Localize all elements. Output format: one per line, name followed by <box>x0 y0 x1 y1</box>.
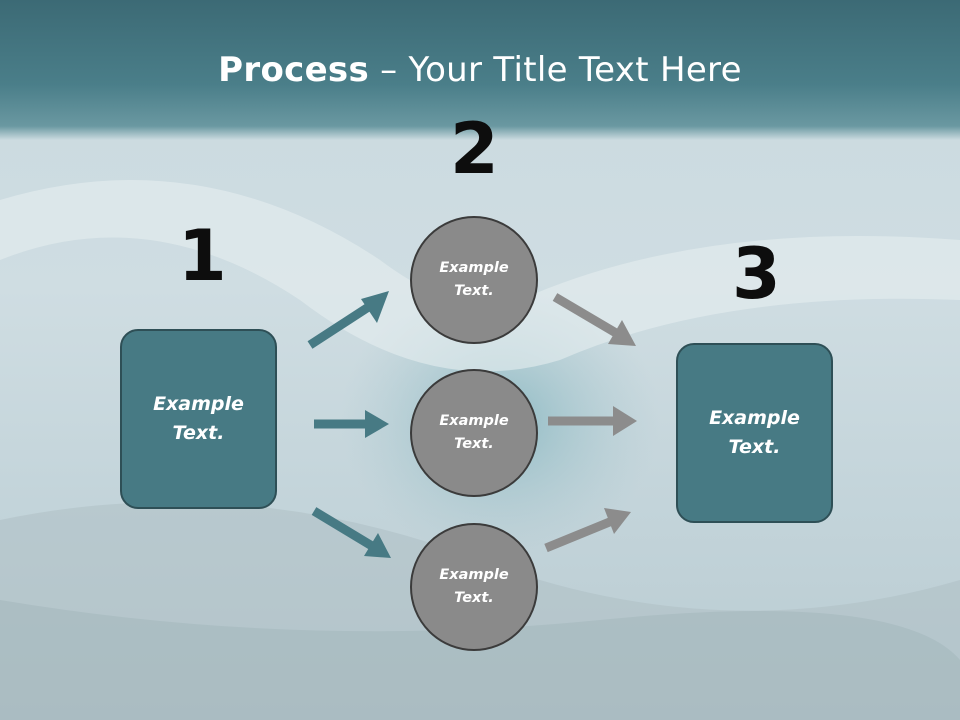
arrow-middle-to-right <box>548 406 637 436</box>
circle-bottom-text: Example Text. <box>439 567 509 606</box>
circle-middle: Example Text. <box>410 369 538 497</box>
circle-middle-text: Example Text. <box>439 413 509 452</box>
arrow-bottom-to-right <box>544 508 631 553</box>
arrow-left-to-middle <box>314 410 389 438</box>
title-band <box>0 0 960 140</box>
arrow-left-to-bottom <box>311 507 391 558</box>
step-number-1: 1 <box>178 215 227 297</box>
right-box: Example Text. <box>676 343 833 523</box>
step-number-3: 3 <box>732 233 781 315</box>
slide-title: Process – Your Title Text Here <box>0 50 960 90</box>
left-box: Example Text. <box>120 329 277 509</box>
step-number-2: 2 <box>450 108 499 190</box>
circle-bottom: Example Text. <box>410 523 538 651</box>
circle-top: Example Text. <box>410 216 538 344</box>
left-box-text: Example Text. <box>153 393 244 444</box>
circle-top-text: Example Text. <box>439 260 509 299</box>
title-bold: Process <box>218 50 370 90</box>
arrow-top-to-right <box>552 293 636 346</box>
title-rest: – Your Title Text Here <box>369 50 742 90</box>
arrow-left-to-top <box>307 291 389 349</box>
right-box-text: Example Text. <box>709 407 800 458</box>
